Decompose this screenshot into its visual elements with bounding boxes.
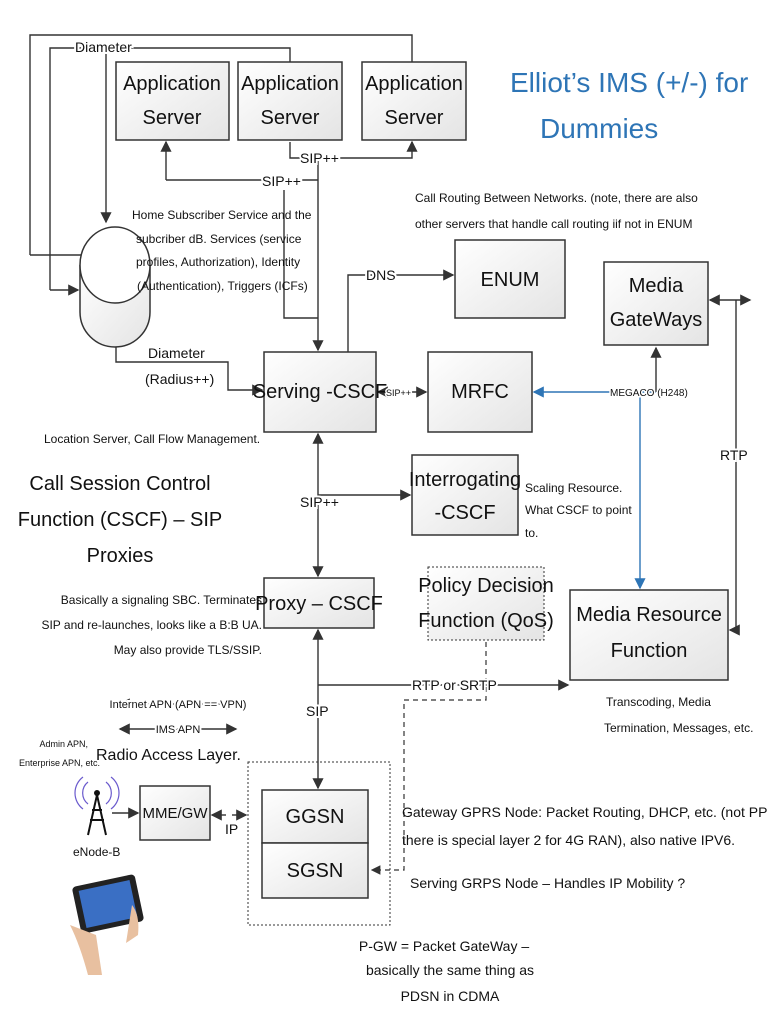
internet-apn-label: Internet APN (APN == VPN)	[110, 699, 247, 711]
svg-text:Media Resource: Media Resource	[576, 604, 722, 626]
ip-label: IP	[225, 821, 238, 837]
title-line1: Elliot’s IMS (+/-) for	[510, 67, 748, 98]
svg-text:subcriber dB. Services (servi: subcriber dB. Services (service	[136, 232, 302, 246]
mrfc-box: MRFC	[427, 351, 533, 433]
svg-text:Function: Function	[611, 640, 688, 662]
proxy-cscf-box: Proxy – CSCF	[255, 577, 383, 629]
svg-text:Application: Application	[241, 73, 339, 95]
svg-text:Diameter: Diameter	[148, 345, 205, 361]
svg-text:What CSCF to point: What CSCF to point	[525, 503, 632, 517]
policy-decision-function-box: Policy Decision Function (QoS)	[418, 566, 554, 641]
svg-text:Scaling Resource.: Scaling Resource.	[525, 481, 622, 495]
pgw-dashed-region	[247, 761, 391, 926]
cell-tower-icon	[74, 776, 120, 836]
svg-text:Interrogating: Interrogating	[409, 469, 521, 491]
svg-text:ENUM: ENUM	[481, 269, 540, 291]
svg-text:Function (QoS): Function (QoS)	[418, 610, 554, 632]
svg-text:Call Session Control: Call Session Control	[29, 473, 210, 495]
sgsn-box: SGSN	[261, 842, 369, 899]
sip-icscf-label: SIP++	[300, 494, 339, 510]
call-routing-note: Call Routing Between Networks. (note, th…	[415, 191, 698, 231]
svg-text:Proxies: Proxies	[87, 545, 154, 567]
svg-text:PDSN in CDMA: PDSN in CDMA	[401, 988, 500, 1004]
svg-text:Serving -CSCF: Serving -CSCF	[253, 381, 387, 403]
media-gateways-box: Media GateWays	[603, 261, 709, 346]
media-resource-function-box: Media Resource Function	[569, 589, 729, 681]
diameter-radius-label: Diameter (Radius++)	[143, 343, 216, 389]
hss-description: Home Subscriber Service and the subcribe…	[132, 208, 312, 293]
sgsn-description: Serving GRPS Node – Handles IP Mobility …	[410, 875, 685, 891]
svg-text:Call Routing Between Networks.: Call Routing Between Networks. (note, th…	[415, 191, 698, 205]
serving-cscf-box: Serving -CSCF	[253, 351, 387, 433]
svg-text:(Authentication), Triggers (IC: (Authentication), Triggers (ICFs)	[137, 279, 308, 293]
svg-text:GGSN: GGSN	[286, 806, 345, 828]
pgw-description: P-GW = Packet GateWay – basically the sa…	[357, 936, 536, 1006]
radio-access-layer-label: Radio Access Layer.	[96, 747, 241, 764]
sip-label-right: SIP++	[300, 150, 339, 166]
sbc-note: Basically a signaling SBC. Terminates SI…	[41, 593, 262, 657]
svg-text:Transcoding, Media: Transcoding, Media	[606, 695, 711, 709]
svg-text:SIP and re-launches, looks lik: SIP and re-launches, looks like a B:B UA…	[41, 618, 262, 632]
svg-text:Server: Server	[261, 107, 320, 129]
svg-text:Termination, Messages, etc.: Termination, Messages, etc.	[604, 721, 753, 735]
svg-text:SGSN: SGSN	[287, 860, 344, 882]
svg-text:Enterprise APN, etc.: Enterprise APN, etc.	[19, 758, 100, 768]
svg-text:there is special layer 2 for 4: there is special layer 2 for 4G RAN), al…	[402, 832, 735, 848]
svg-text:Gateway GPRS Node: Packet Rout: Gateway GPRS Node: Packet Routing, DHCP,…	[402, 804, 768, 820]
svg-text:Application: Application	[123, 73, 221, 95]
rtp-label: RTP	[720, 447, 748, 463]
svg-text:Basically a signaling SBC. Te: Basically a signaling SBC. Terminates	[61, 593, 262, 607]
svg-text:Admin APN,: Admin APN,	[39, 739, 88, 749]
svg-text:Server: Server	[385, 107, 444, 129]
megaco-label: MEGACO (H248)	[610, 388, 688, 399]
ggsn-box: GGSN	[261, 789, 369, 844]
sip-label: SIP	[306, 703, 329, 719]
svg-text:Home Subscriber Service and th: Home Subscriber Service and the	[132, 208, 312, 222]
enodeb-label: eNode-B	[73, 845, 120, 859]
svg-text:(Radius++): (Radius++)	[145, 371, 214, 387]
svg-text:basically the same thing as: basically the same thing as	[366, 962, 534, 978]
svg-text:MRFC: MRFC	[451, 381, 509, 403]
svg-text:MME/GW: MME/GW	[143, 805, 209, 822]
connectors	[29, 34, 752, 875]
svg-text:-CSCF: -CSCF	[434, 502, 495, 524]
svg-text:Function (CSCF) – SIP: Function (CSCF) – SIP	[18, 509, 223, 531]
enum-box: ENUM	[454, 239, 566, 319]
svg-text:Proxy – CSCF: Proxy – CSCF	[255, 593, 383, 615]
svg-text:GateWays: GateWays	[610, 309, 703, 331]
tablet-image	[70, 874, 144, 975]
svg-text:Media: Media	[629, 275, 684, 297]
hss-database-icon	[79, 226, 151, 348]
rtp-srtp-label: RTP or SRTP	[412, 677, 497, 693]
svg-text:Application: Application	[365, 73, 463, 95]
location-server-label: Location Server, Call Flow Management.	[44, 432, 260, 446]
admin-apn-label: Admin APN, Enterprise APN, etc.	[19, 739, 100, 768]
svg-text:profiles, Authorization), Iden: profiles, Authorization), Identity	[136, 255, 300, 269]
title-line2: Dummies	[540, 113, 658, 144]
sip-label-left: SIP++	[262, 173, 301, 189]
svg-text:Policy Decision: Policy Decision	[418, 575, 554, 597]
svg-text:other servers that handle call: other servers that handle call routing i…	[415, 217, 692, 231]
sip-mrfc-label: SIP++	[386, 388, 411, 398]
dns-label: DNS	[366, 267, 396, 283]
svg-text:P-GW = Packet GateWay –: P-GW = Packet GateWay –	[359, 938, 529, 954]
svg-text:to.: to.	[525, 526, 538, 540]
mme-gw-box: MME/GW	[139, 785, 211, 841]
diameter-top-label: Diameter	[75, 39, 132, 55]
cscf-heading: Call Session Control Function (CSCF) – S…	[18, 473, 223, 567]
svg-text:Server: Server	[143, 107, 202, 129]
ims-apn-label: IMS APN	[156, 724, 201, 736]
svg-text:May also provide TLS/SSIP.: May also provide TLS/SSIP.	[114, 643, 262, 657]
ggsn-description: Gateway GPRS Node: Packet Routing, DHCP,…	[402, 804, 768, 848]
transcoding-note: Transcoding, Media Termination, Messages…	[604, 695, 753, 735]
scaling-note: Scaling Resource. What CSCF to point to.	[525, 481, 632, 540]
interrogating-cscf-box: Interrogating -CSCF	[409, 454, 521, 536]
